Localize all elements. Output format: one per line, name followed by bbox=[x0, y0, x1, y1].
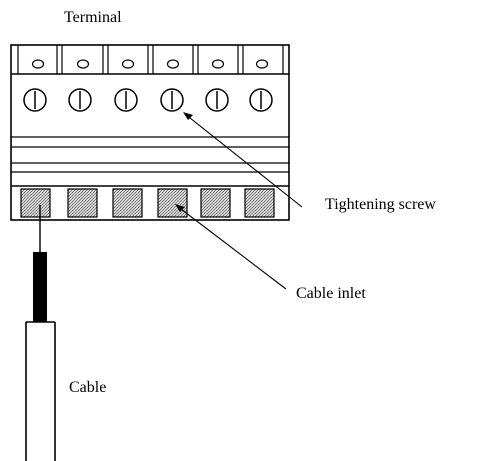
leader-cable-inlet bbox=[176, 205, 287, 290]
screw-icon bbox=[23, 88, 47, 112]
cable-inlet bbox=[20, 188, 51, 218]
cable-inlets bbox=[20, 188, 275, 218]
cable-inlet-label: Cable inlet bbox=[296, 285, 366, 302]
cable-inlet bbox=[67, 188, 98, 218]
cable-inlet bbox=[157, 188, 188, 218]
tightening-screw-label: Tightening screw bbox=[325, 196, 436, 213]
cable-inlet bbox=[244, 188, 275, 218]
top-strip bbox=[17, 45, 284, 74]
screw-icon bbox=[68, 88, 92, 112]
arrowhead-icon bbox=[175, 204, 185, 212]
pin-hole bbox=[121, 59, 135, 69]
cable-inlet bbox=[200, 188, 231, 218]
cable bbox=[25, 205, 56, 461]
pin-hole bbox=[166, 59, 180, 69]
screw-icon bbox=[114, 88, 138, 112]
screw-icon bbox=[205, 88, 229, 112]
pin-hole bbox=[31, 59, 45, 69]
pin-hole bbox=[255, 59, 269, 69]
pin-hole bbox=[211, 59, 225, 69]
cable-inlet bbox=[112, 188, 143, 218]
terminal-block-outline bbox=[10, 44, 290, 221]
tightening-screws bbox=[23, 88, 273, 112]
screw-icon bbox=[249, 88, 273, 112]
terminal-label: Terminal bbox=[64, 9, 122, 26]
pin-hole bbox=[76, 59, 90, 69]
cable-label: Cable bbox=[69, 379, 107, 396]
screw-icon bbox=[160, 88, 184, 112]
leader-tightening-screw bbox=[184, 113, 303, 208]
cable-core-insulation bbox=[33, 252, 47, 322]
leader-lines bbox=[175, 112, 303, 290]
arrowhead-icon bbox=[183, 112, 193, 120]
